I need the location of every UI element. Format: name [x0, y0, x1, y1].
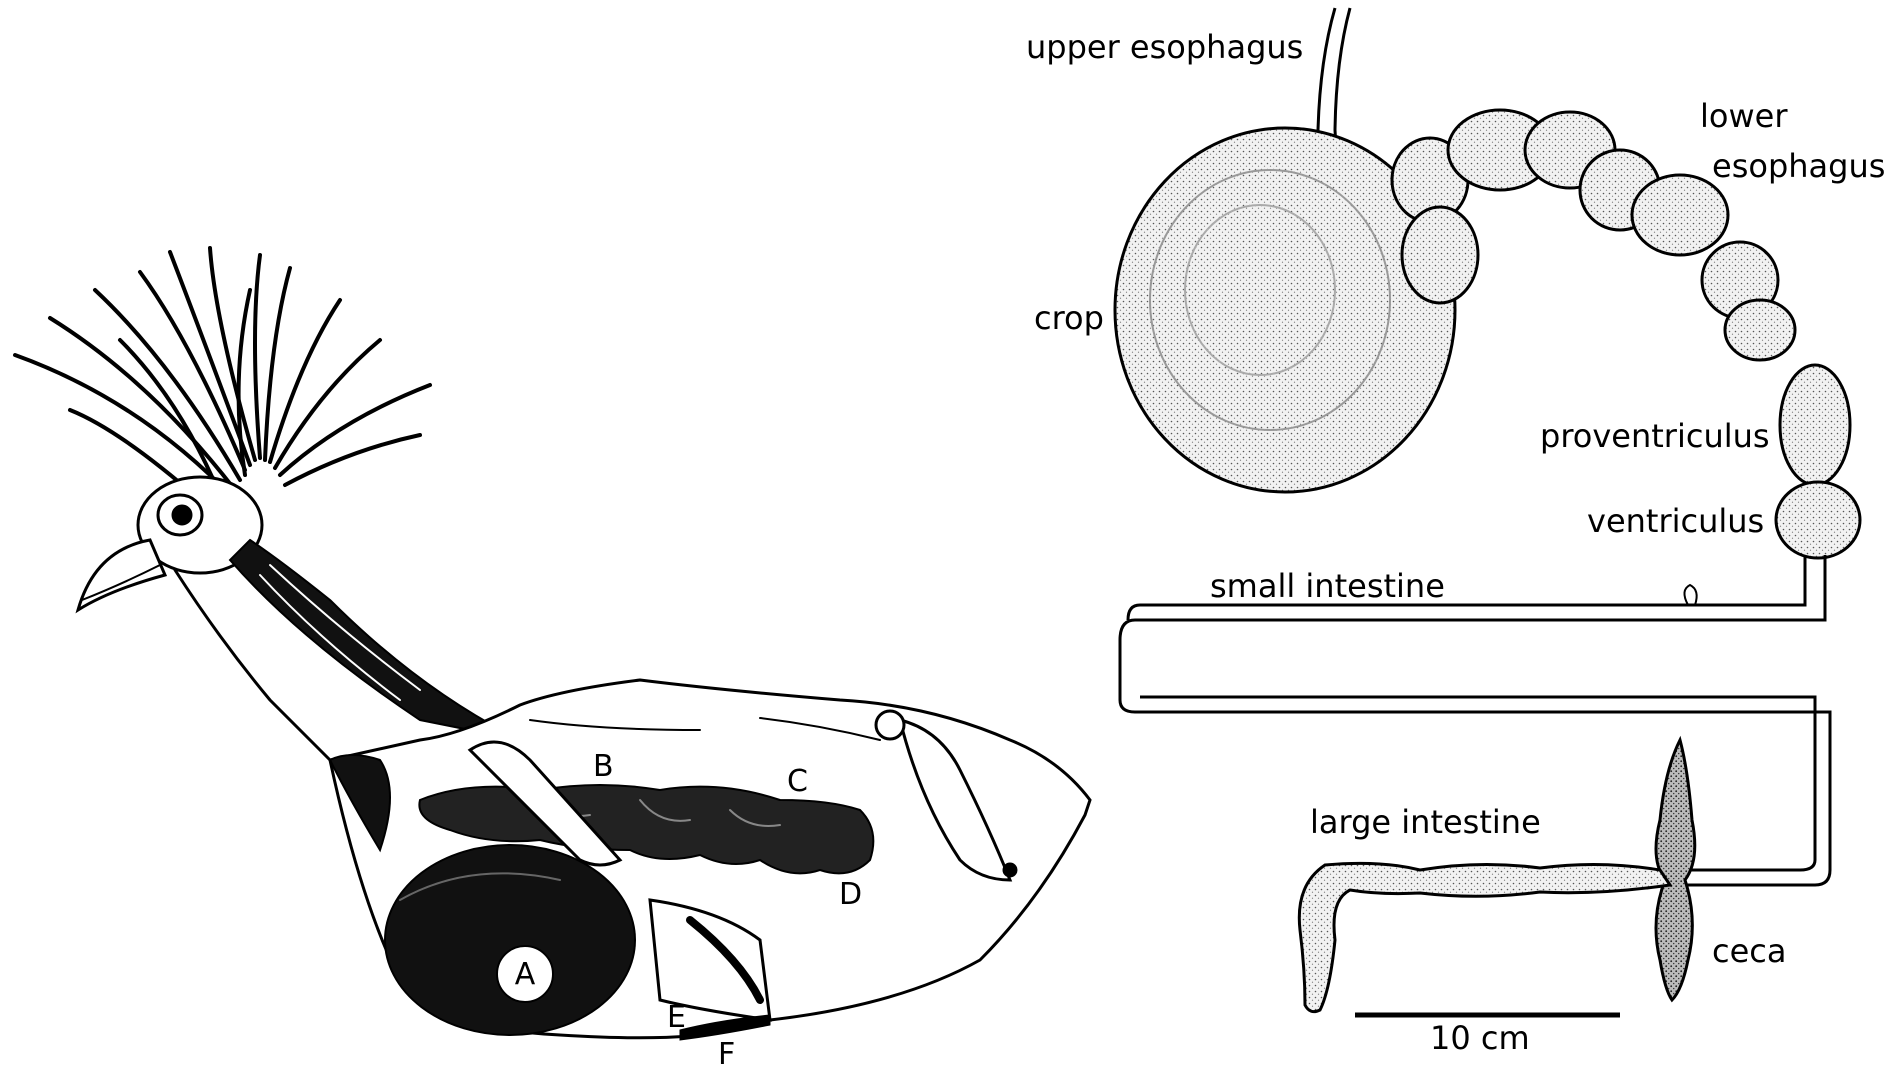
label-large-intestine: large intestine [1310, 803, 1541, 841]
digestive-tract-illustration [1113, 7, 1862, 1018]
marker-f: F [718, 1037, 736, 1072]
large-intestine-shape [1297, 861, 1673, 1014]
label-esophagus: esophagus [1712, 147, 1884, 185]
label-proventriculus: proventriculus [1540, 417, 1770, 455]
proventriculus-shape [1778, 363, 1852, 487]
marker-b: B [593, 749, 614, 784]
bird-sternum [467, 740, 623, 867]
label-upper-esophagus: upper esophagus [1026, 28, 1304, 66]
label-small-intestine: small intestine [1210, 567, 1445, 605]
marker-c: C [787, 764, 808, 799]
label-crop: crop [1034, 299, 1104, 337]
lower-esophagus-shape [1390, 108, 1797, 362]
marker-a: A [496, 945, 554, 1003]
bird-beak [75, 538, 168, 614]
label-ventriculus: ventriculus [1587, 502, 1765, 540]
bird-crop-sac [384, 844, 636, 1036]
label-ceca: ceca [1712, 932, 1787, 970]
bird-eye [171, 504, 193, 526]
label-lower: lower [1700, 97, 1788, 135]
hoatzin-illustration [13, 246, 1092, 1041]
crest-feathers [13, 246, 432, 502]
crop-shape [1113, 126, 1457, 494]
small-intestine-shape [1118, 555, 1832, 887]
bird-breast [328, 754, 391, 853]
bird-pelvis [897, 717, 1013, 882]
scale-bar-label: 10 cm [1430, 1019, 1530, 1057]
bird-neck [228, 538, 521, 741]
marker-d: D [839, 877, 863, 912]
ventriculus-shape [1774, 480, 1862, 560]
bird-base-f [679, 1014, 771, 1041]
ceca-shape [1654, 735, 1697, 1003]
marker-e: E [667, 1000, 686, 1035]
